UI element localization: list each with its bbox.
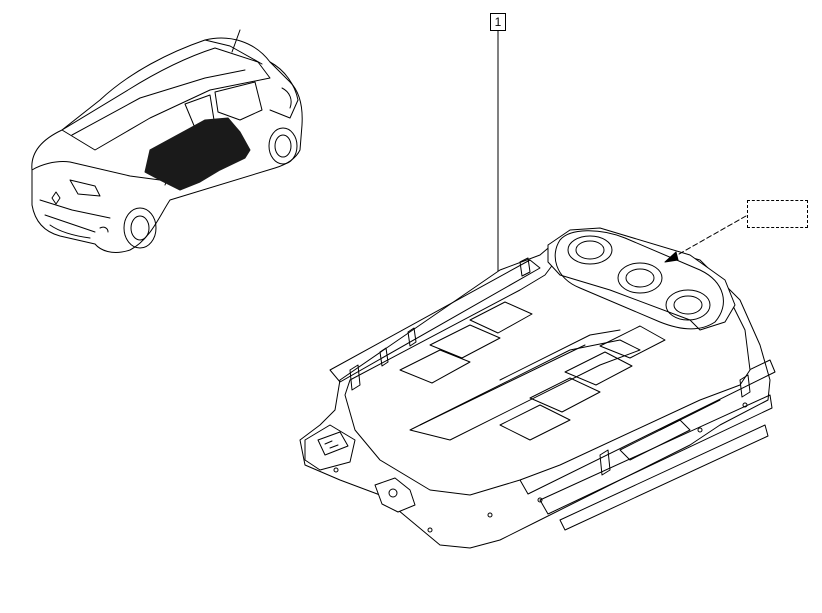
battery-pack-icon — [299, 227, 776, 549]
connector-ports — [554, 230, 724, 330]
reference-leader — [664, 215, 747, 263]
reference-box — [747, 200, 808, 228]
battery-location-silhouette — [144, 117, 251, 191]
callout-label-1: 1 — [490, 13, 506, 31]
